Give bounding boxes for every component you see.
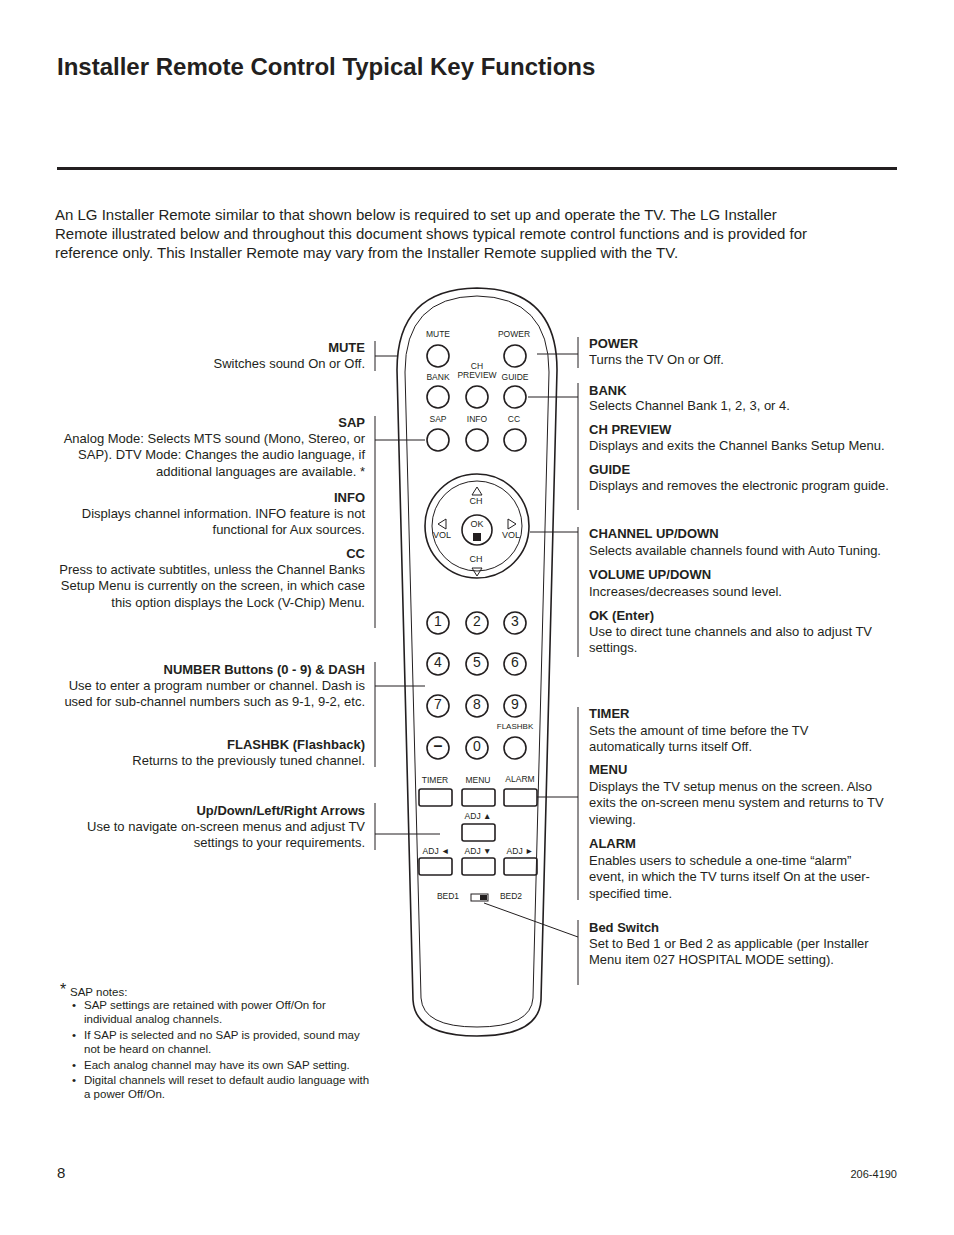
callout-body: Displays and removes the electronic prog…: [589, 478, 889, 494]
callout-heading: FLASHBK (Flashback): [115, 737, 365, 753]
callout-body: Use to enter a program number or channel…: [53, 678, 365, 711]
bullet: •: [72, 998, 82, 1012]
callout-heading: VOLUME UP/DOWN: [589, 567, 889, 583]
switch-label: BED1: [430, 892, 466, 901]
callout-body: Selects available channels found with Au…: [589, 543, 929, 559]
ok-stop-mark: [473, 533, 481, 541]
bullet: •: [72, 1073, 82, 1087]
callout-heading: Bed Switch: [589, 920, 889, 936]
callout-body: Enables users to schedule a one-time “al…: [589, 853, 879, 902]
number-key: –: [428, 738, 448, 755]
callout-body: Press to activate subtitles, unless the …: [53, 562, 365, 611]
callout-body: Displays channel information. INFO featu…: [50, 506, 365, 539]
note-text: SAP settings are retained with power Off…: [84, 998, 374, 1027]
button-label: POWER: [489, 330, 539, 339]
intro-text: An LG Installer Remote similar to that s…: [55, 206, 830, 262]
callout-body: Increases/decreases sound level.: [589, 584, 909, 600]
dpad-label: VOL: [427, 531, 457, 540]
callout-body: Selects Channel Bank 1, 2, 3, or 4.: [589, 398, 909, 414]
button-label: GUIDE: [495, 373, 535, 382]
number-key: 8: [467, 697, 487, 712]
remote-body: [397, 288, 557, 1036]
leader-lines: [375, 337, 578, 985]
callout-heading: CH PREVIEW: [589, 422, 889, 438]
callout-body: Use to direct tune channels and also to …: [589, 624, 909, 657]
callout-heading: BANK: [589, 383, 889, 399]
note-text: If SAP is selected and no SAP is provide…: [84, 1028, 374, 1057]
button-label: CH PREVIEW: [455, 362, 499, 380]
title-rule: [57, 167, 897, 170]
callout-body: Sets the amount of time before the TV au…: [589, 723, 854, 756]
callout-heading: TIMER: [589, 706, 889, 722]
callout-heading: GUIDE: [589, 462, 889, 478]
callout-body: Turns the TV On or Off.: [589, 352, 889, 368]
number-key: 4: [428, 655, 448, 670]
number-key: 2: [467, 614, 487, 629]
callout-heading: ALARM: [589, 836, 889, 852]
button-label: ADJ ▼: [456, 847, 500, 856]
callout-body: Switches sound On or Off.: [65, 356, 365, 372]
bullet: •: [72, 1028, 82, 1042]
callout-body: Use to navigate on-screen menus and adju…: [55, 819, 365, 852]
button-label: INFO: [457, 415, 497, 424]
page-title: Installer Remote Control Typical Key Fun…: [57, 52, 897, 82]
round-buttons: [425, 345, 529, 759]
button-label: FLASHBK: [490, 723, 540, 731]
bullet: •: [72, 1058, 82, 1072]
button-label: SAP: [418, 415, 458, 424]
button-label: ADJ ►: [498, 847, 542, 856]
dpad-label: CH: [461, 555, 491, 564]
callout-heading: MENU: [589, 762, 889, 778]
callout-heading: POWER: [589, 336, 889, 352]
note-text: Digital channels will reset to default a…: [84, 1073, 374, 1102]
page-number: 8: [57, 1164, 87, 1183]
callout-heading: CC: [165, 546, 365, 562]
callout-heading: NUMBER Buttons (0 - 9) & DASH: [65, 662, 365, 678]
callout-heading: INFO: [165, 490, 365, 506]
button-label: CC: [494, 415, 534, 424]
callout-body: Returns to the previously tuned channel.: [65, 753, 365, 769]
button-label: ADJ ▲: [456, 812, 500, 821]
number-key: 1: [428, 614, 448, 629]
callout-heading: Up/Down/Left/Right Arrows: [115, 803, 365, 819]
number-key: 0: [467, 739, 487, 754]
button-label: TIMER: [413, 776, 457, 785]
rect-buttons: [419, 486, 537, 901]
callout-body: Displays and exits the Channel Banks Set…: [589, 438, 929, 454]
notes-heading: SAP notes:: [70, 985, 270, 999]
number-key: 9: [505, 697, 525, 712]
button-label: ADJ ◄: [414, 847, 458, 856]
button-label: ALARM: [498, 775, 542, 784]
callout-body: Analog Mode: Selects MTS sound (Mono, St…: [45, 431, 365, 480]
footnote-mark: *: [60, 980, 70, 1000]
callout-heading: OK (Enter): [589, 608, 889, 624]
number-key: 5: [467, 655, 487, 670]
button-label: MENU: [456, 776, 500, 785]
callout-body: Displays the TV setup menus on the scree…: [589, 779, 884, 828]
dpad-label: VOL: [496, 531, 526, 540]
callout-heading: SAP: [165, 415, 365, 431]
callout-body: Set to Bed 1 or Bed 2 as applicable (per…: [589, 936, 874, 969]
dpad-label: CH: [461, 497, 491, 506]
button-label: MUTE: [413, 330, 463, 339]
callout-heading: CHANNEL UP/DOWN: [589, 526, 889, 542]
number-key: 7: [428, 697, 448, 712]
switch-label: BED2: [493, 892, 529, 901]
remote-inner-edge: [405, 296, 549, 1027]
dpad-label: OK: [465, 520, 489, 529]
callout-heading: MUTE: [165, 340, 365, 356]
number-key: 3: [505, 614, 525, 629]
button-label: BANK: [418, 373, 458, 382]
document-code: 206-4190: [777, 1168, 897, 1182]
note-text: Each analog channel may have its own SAP…: [84, 1058, 384, 1072]
number-key: 6: [505, 655, 525, 670]
